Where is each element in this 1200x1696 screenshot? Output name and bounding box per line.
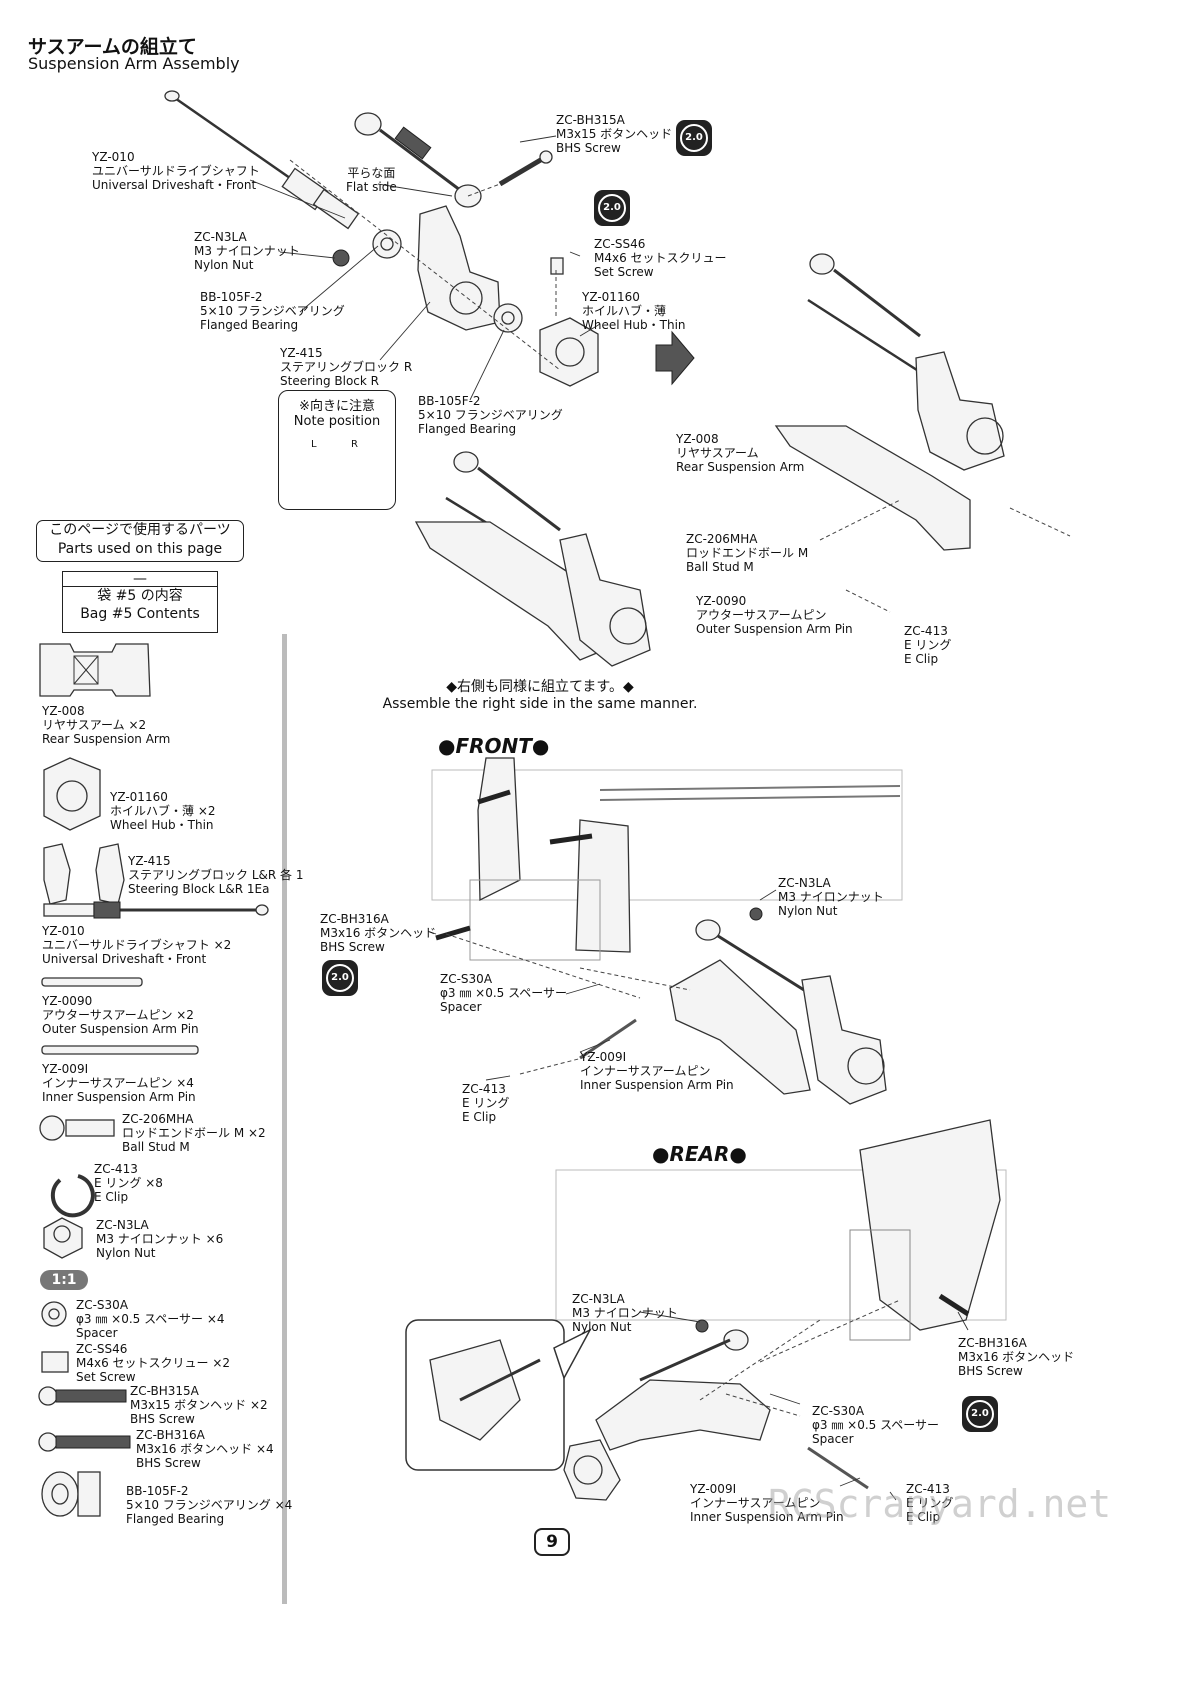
same-manner-jp: ◆右側も同様に組立てます。◆ <box>446 679 634 695</box>
parts-list-drawings <box>38 634 287 1604</box>
same-manner-note: ◆右側も同様に組立てます。◆ Assemble the right side i… <box>370 676 710 712</box>
front-chassis-drawing <box>431 757 903 1105</box>
note-en: Note position <box>293 414 381 429</box>
parts-used-jp: このページで使用するパーツ <box>49 522 231 538</box>
bag-jp: 袋 #5 の内容 <box>97 588 183 604</box>
same-manner-en: Assemble the right side in the same mann… <box>382 696 698 712</box>
nylon-nut-drawing <box>332 249 350 267</box>
rear-heading: ●REAR● <box>652 1142 747 1166</box>
bag-dash: — <box>63 572 217 587</box>
bag-en: Bag #5 Contents <box>80 606 200 622</box>
torque-badge-rear: 2.0 <box>962 1396 998 1432</box>
driveshaft-drawing <box>164 90 360 230</box>
watermark: RCScrapyard.net <box>768 1482 1112 1526</box>
torque-badge-front: 2.0 <box>322 960 358 996</box>
page-title-en: Suspension Arm Assembly <box>28 54 240 73</box>
note-left-label: L <box>311 439 317 450</box>
parts-used-header: このページで使用するパーツ Parts used on this page <box>36 520 244 562</box>
wheel-hub-drawing <box>539 317 599 387</box>
scale-badge: 1:1 <box>40 1270 88 1290</box>
page-title-jp: サスアームの組立て <box>28 36 197 58</box>
bhs-screw-drawing <box>498 150 553 187</box>
bearing-drawing <box>372 229 402 259</box>
step-arrow <box>655 330 695 386</box>
parts-used-en: Parts used on this page <box>57 541 223 557</box>
assembled-arm-top-right <box>774 253 1071 613</box>
note-position-box: ※向きに注意 Note position L R <box>278 390 396 510</box>
torque-badge-setscrew: 2.0 <box>594 190 630 226</box>
rear-chassis-drawing <box>555 1119 1007 1501</box>
steering-block-drawing <box>417 205 501 331</box>
torque-badge-top: 2.0 <box>676 120 712 156</box>
note-jp: ※向きに注意 <box>299 399 375 414</box>
set-screw-drawing <box>550 257 564 275</box>
turnbuckle-drawing <box>354 112 482 208</box>
bag-contents-box: — 袋 #5 の内容 Bag #5 Contents <box>62 571 218 633</box>
front-heading: ●FRONT● <box>438 734 550 758</box>
page-number: 9 <box>534 1528 570 1556</box>
note-right-label: R <box>351 439 358 450</box>
assembled-arm-middle <box>414 451 651 667</box>
